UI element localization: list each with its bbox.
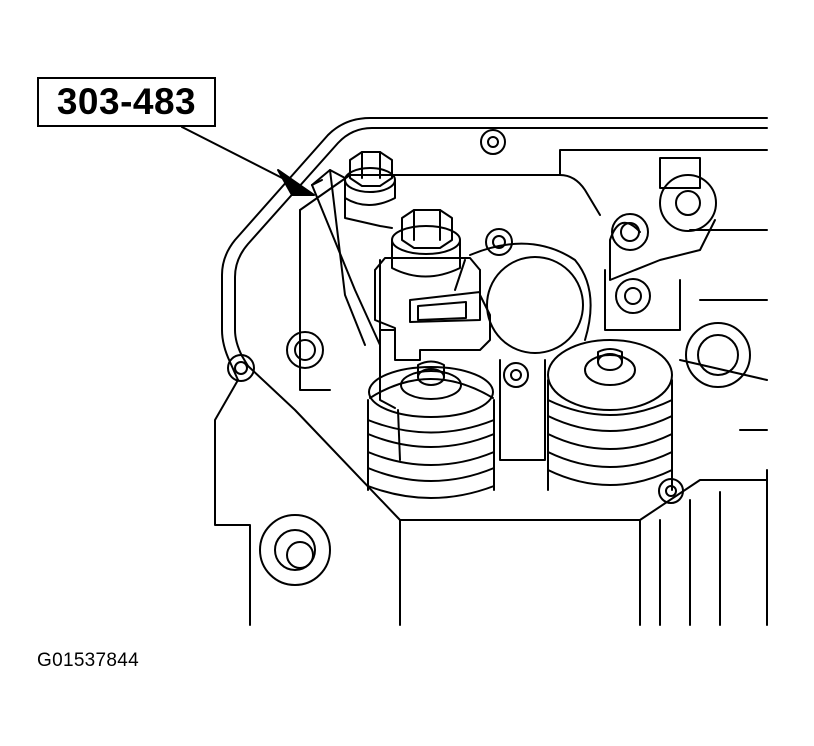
center-guide — [500, 360, 545, 460]
mounting-bolt-holes — [228, 130, 683, 503]
callout-leader-arrow — [182, 127, 314, 195]
right-bosses — [605, 158, 750, 387]
valve-spring-left — [368, 362, 494, 499]
lower-left-boss — [260, 332, 330, 585]
tool-number-callout: 303-483 — [37, 77, 216, 127]
figure-id: G01537844 — [37, 650, 140, 671]
spring-compressor-body — [375, 258, 490, 460]
cylinder-head-outline — [215, 118, 767, 625]
tool-retaining-bolt — [345, 152, 395, 205]
valve-spring-right — [548, 340, 672, 490]
camshaft-bore — [455, 244, 591, 353]
compressor-bolt — [392, 210, 460, 277]
inner-rail — [300, 150, 767, 430]
